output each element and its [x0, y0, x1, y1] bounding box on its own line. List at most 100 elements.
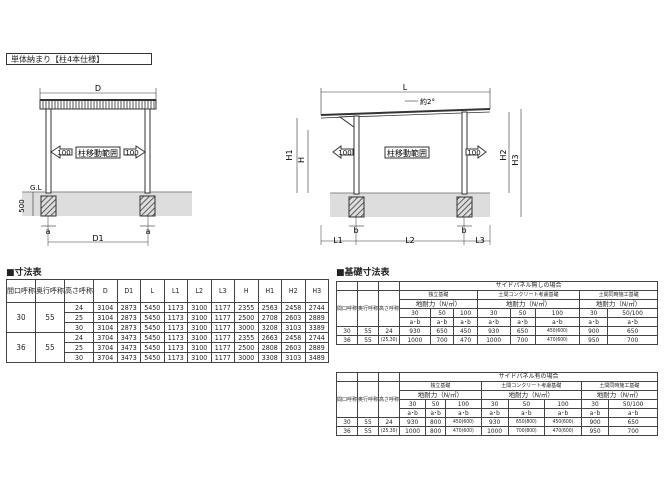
found-force-value: 50	[509, 308, 536, 318]
found-type: 土間コンクリート考慮基礎	[476, 290, 581, 300]
found-ab: a･b	[544, 408, 582, 418]
dims-cell: 1177	[210, 302, 235, 313]
found-ab: a･b	[534, 317, 581, 327]
foundation-table-no-panel: サイドパネル無しの場合間口呼称奥行呼称高さ呼称独立基礎土間コンクリート考慮基礎土…	[335, 281, 658, 345]
found-value: 950	[579, 335, 609, 345]
dims-cell: 30	[64, 352, 94, 363]
found-caption: サイドパネル無しの場合	[399, 281, 658, 291]
dims-cell: 3100	[187, 332, 212, 343]
label-l3: L3	[475, 236, 485, 245]
dims-cell: 3208	[257, 322, 282, 333]
found-force: 地耐力（N/㎡）	[579, 299, 658, 309]
found-force-value: 30	[399, 308, 431, 318]
found-force-value: 100	[544, 399, 582, 409]
dims-cell: 3103	[281, 352, 306, 363]
dims-cell: 30	[64, 322, 94, 333]
table-row: 間口呼称奥行呼称高さ呼称独立基礎土間コンクリート考慮基礎土間同時施工基礎	[335, 290, 658, 327]
side-left-arrow: 100	[338, 149, 351, 157]
label-500: 500	[18, 199, 26, 212]
found-value: 1000	[476, 335, 511, 345]
found-value: 800	[425, 417, 447, 427]
found-header-d: 奥行呼称	[357, 381, 380, 418]
found-type: 土間コンクリート考慮基礎	[480, 381, 582, 391]
found-w: 36	[335, 426, 359, 436]
dims-cell: 2500	[234, 342, 259, 353]
found-cell	[357, 281, 380, 291]
dims-cell: 3104	[93, 322, 118, 333]
dims-cell: 1173	[163, 312, 188, 323]
found-header-h: 高さ呼称	[378, 381, 401, 418]
dims-cell: 2458	[281, 332, 306, 343]
found-value: 450(600)	[544, 417, 582, 427]
found-d: 55	[357, 426, 380, 436]
found-type: 土間同時施工基礎	[580, 381, 659, 391]
found-value: 470(600)	[534, 335, 581, 345]
found-value: 650(800)	[507, 417, 546, 427]
label-d: D	[95, 84, 101, 93]
found-value: 930	[476, 326, 511, 336]
found-force-value: 100	[453, 308, 478, 318]
dims-cell: 3704	[93, 342, 118, 353]
found-force-value: 50	[507, 399, 546, 409]
label-h: H	[297, 157, 306, 163]
found-value: 470	[453, 335, 478, 345]
dims-cell: 3100	[187, 302, 212, 313]
front-elevation-drawing: D 100 100 柱移動範囲 G.L 500 a a D1	[18, 84, 192, 246]
dims-cell: 5450	[140, 352, 165, 363]
found-value: 450(600)	[534, 326, 581, 336]
dims-cell: 3000	[234, 352, 259, 363]
found-force: 地耐力（N/㎡）	[476, 299, 581, 309]
dims-cell: 2563	[257, 302, 282, 313]
title-box: 単体納まり【柱4本仕様】	[6, 53, 152, 65]
table-row: 間口呼称奥行呼称高さ呼称独立基礎土間コンクリート考慮基礎土間同時施工基礎	[335, 381, 659, 418]
found-force-value: 30	[579, 308, 609, 318]
found-type: 独立基礎	[399, 381, 482, 391]
found-force: 地耐力（N/㎡）	[480, 390, 582, 400]
dims-header-cell: L	[140, 279, 165, 303]
found-value: 1000	[399, 335, 431, 345]
dims-header-cell: 奥行呼称	[35, 279, 65, 303]
found-value: 650	[509, 326, 536, 336]
dims-cell: 3100	[187, 342, 212, 353]
dims-header-cell: L2	[187, 279, 212, 303]
dims-cell: 2458	[281, 302, 306, 313]
found-value: 700	[608, 426, 658, 436]
table-row: サイドパネル無しの場合	[335, 281, 658, 291]
found-force-value: 30	[399, 399, 427, 409]
dims-cell: 3103	[281, 322, 306, 333]
dims-header-cell: L1	[163, 279, 188, 303]
dims-cell: 5450	[140, 302, 165, 313]
found-force-value: 50/100	[607, 308, 658, 318]
dims-cell: 1173	[163, 332, 188, 343]
dims-cell: 3104	[93, 312, 118, 323]
found-header-w: 間口呼称	[335, 381, 359, 418]
dims-cell: 2873	[116, 312, 141, 323]
found-ab: a･b	[399, 408, 427, 418]
dims-cell: 2603	[281, 342, 306, 353]
dims-header-cell: L3	[210, 279, 235, 303]
found-type: 土間同時施工基礎	[579, 290, 658, 300]
front-left-arrow: 100	[57, 149, 70, 157]
dims-header-cell: 間口呼称	[6, 279, 36, 303]
dims-title: ■寸法表	[6, 268, 42, 278]
found-ab: a･b	[608, 408, 658, 418]
dims-header-cell: H1	[257, 279, 282, 303]
dims-cell: 24	[64, 302, 94, 313]
dims-header-cell: D1	[116, 279, 141, 303]
found-value: 650	[608, 417, 658, 427]
dims-cell: 1173	[163, 302, 188, 313]
found-force-value: 100	[445, 399, 482, 409]
found-value: 650	[429, 326, 455, 336]
found-value: 700	[509, 335, 536, 345]
found-header-w: 間口呼称	[335, 290, 359, 327]
found-ab: a･b	[425, 408, 447, 418]
dims-cell: 2744	[304, 332, 329, 343]
found-w: 30	[335, 417, 359, 427]
found-value: 470(600)	[544, 426, 582, 436]
dims-w-cell: 36	[6, 332, 36, 363]
dims-cell: 3704	[93, 332, 118, 343]
dims-cell: 3104	[93, 302, 118, 313]
found-force-value: 30	[480, 399, 509, 409]
dims-cell: 2873	[116, 322, 141, 333]
